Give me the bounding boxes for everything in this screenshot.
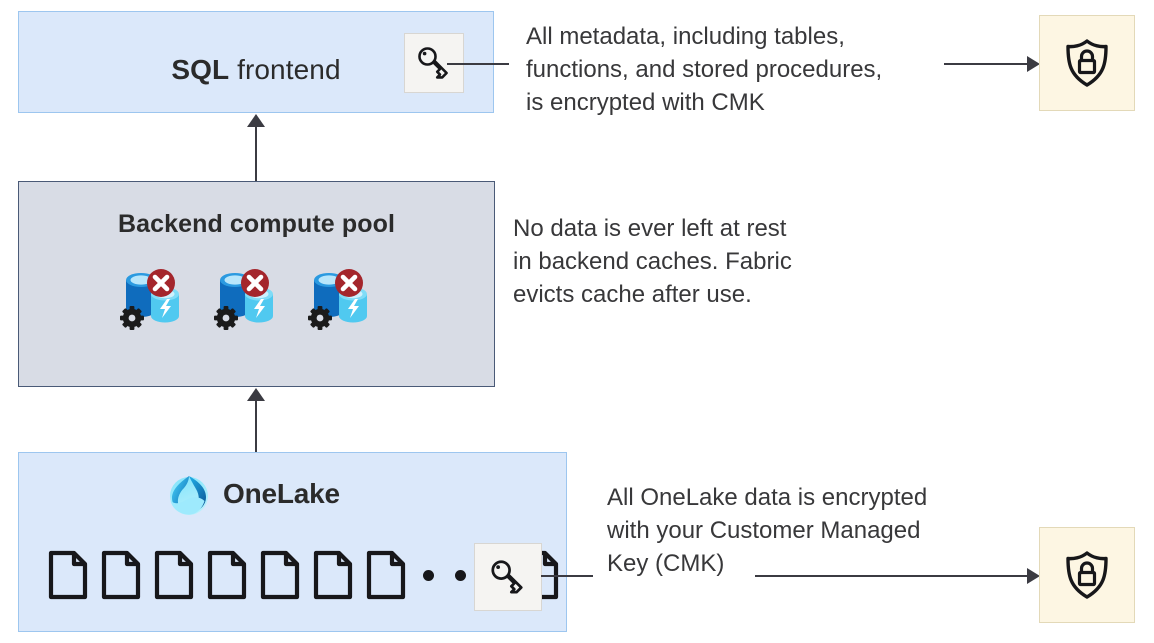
cmk-vault-top-box[interactable] xyxy=(1039,15,1135,111)
database-cache-evicted-icon xyxy=(212,266,284,332)
evicted-badge-icon xyxy=(335,269,363,297)
backend-pool-title: Backend compute pool xyxy=(117,210,396,238)
onelake-logo-icon xyxy=(170,476,208,515)
lightning-bolt-icon xyxy=(160,299,171,318)
ellipsis-dot xyxy=(455,569,466,581)
shield-lock-icon xyxy=(1066,39,1108,87)
file-icon xyxy=(48,550,88,600)
gear-icon xyxy=(308,306,332,330)
connector-note-to-cmk-bottom xyxy=(755,575,1030,577)
backend-compute-pool-box[interactable]: Backend compute pool xyxy=(18,181,495,387)
onelake-box[interactable]: OneLake xyxy=(18,452,567,632)
cache-note: No data is ever left at rest in backend … xyxy=(513,215,792,308)
onelake-brand: OneLake xyxy=(166,471,340,517)
shield-lock-icon-top-wrap xyxy=(1040,16,1134,110)
evicted-badge-icon xyxy=(241,269,269,297)
onelake-label: OneLake xyxy=(223,478,340,509)
database-cache-evicted-icon xyxy=(118,266,190,332)
file-icon xyxy=(101,550,141,600)
sql-frontend-title-rest: frontend xyxy=(229,54,341,85)
onelake-note: All OneLake data is encrypted with your … xyxy=(607,484,928,577)
lightning-bolt-icon xyxy=(254,299,265,318)
file-icon xyxy=(207,550,247,600)
arrowhead-backend-to-sql xyxy=(247,114,265,127)
connector-sql-to-note xyxy=(447,63,509,65)
connector-onelake-to-note xyxy=(541,575,593,577)
file-icon xyxy=(366,550,406,600)
key-icon xyxy=(491,560,523,594)
shield-lock-icon-bottom-wrap xyxy=(1040,528,1134,622)
connector-note-to-cmk-top xyxy=(944,63,1029,65)
lightning-bolt-icon xyxy=(348,299,359,318)
gear-icon xyxy=(120,306,144,330)
file-icon xyxy=(154,550,194,600)
sql-frontend-title: SQL frontend xyxy=(19,54,493,86)
cmk-vault-bottom-box[interactable] xyxy=(1039,527,1135,623)
onelake-key-chip[interactable] xyxy=(474,543,542,611)
ellipsis-dot xyxy=(423,569,434,581)
database-cache-evicted-icon xyxy=(306,266,378,332)
arrowhead-cmk-top xyxy=(1027,56,1040,72)
arrowhead-onelake-to-backend xyxy=(247,388,265,401)
key-bit-dot xyxy=(496,565,501,570)
connector-backend-to-sql xyxy=(255,126,257,181)
sql-frontend-box[interactable]: SQL frontend xyxy=(18,11,494,113)
connector-onelake-to-backend xyxy=(255,400,257,452)
sql-frontend-title-bold: SQL xyxy=(171,54,230,85)
file-icon xyxy=(313,550,353,600)
file-icon xyxy=(260,550,300,600)
key-icon xyxy=(418,47,448,79)
shield-lock-icon xyxy=(1066,551,1108,599)
key-bit-dot xyxy=(422,51,427,56)
arrowhead-cmk-bottom xyxy=(1027,568,1040,584)
metadata-note: All metadata, including tables, function… xyxy=(526,23,883,116)
gear-icon xyxy=(214,306,238,330)
evicted-badge-icon xyxy=(147,269,175,297)
cache-icon-row xyxy=(118,266,378,332)
